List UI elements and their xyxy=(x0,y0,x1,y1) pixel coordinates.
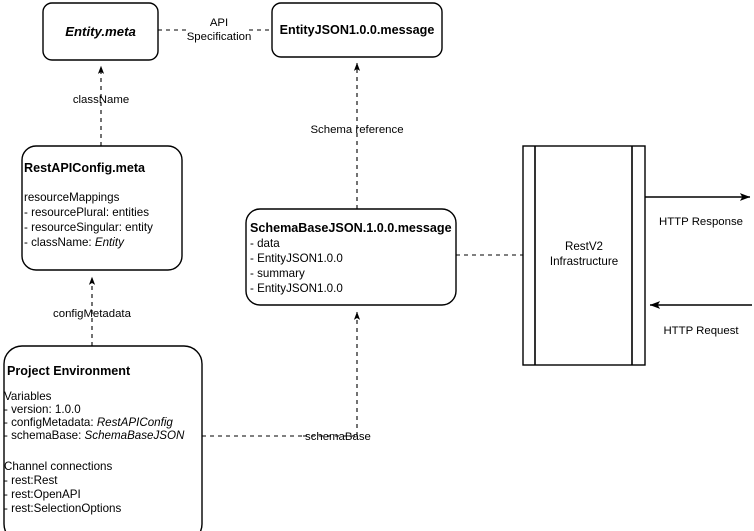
node-project-environment-line-1: - version: 1.0.0 xyxy=(4,403,81,416)
node-entity-json-message-title: EntityJSON1.0.0.message xyxy=(280,23,435,37)
node-project-environment-line-0: Variables xyxy=(4,390,52,403)
edge-http-response[interactable]: HTTP Response xyxy=(645,193,751,228)
edge-http-request-label: HTTP Request xyxy=(663,325,739,337)
node-project-environment[interactable]: Project Environment Variables - version:… xyxy=(3,345,203,531)
edge-class-name[interactable]: className xyxy=(73,65,129,146)
edge-schema-base[interactable]: schemaBase xyxy=(202,311,371,443)
node-project-environment-title: Project Environment xyxy=(7,364,131,378)
node-rest-api-config-meta[interactable]: RestAPIConfig.meta resourceMappings - re… xyxy=(21,145,183,271)
node-restv2-infrastructure-title-line1: RestV2 xyxy=(565,240,603,253)
edge-schema-base-label: schemaBase xyxy=(305,431,371,443)
node-project-environment-line-3: - schemaBase: SchemaBaseJSON xyxy=(4,429,185,442)
node-entity-json-message[interactable]: EntityJSON1.0.0.message xyxy=(271,2,443,58)
edge-http-response-label: HTTP Response xyxy=(659,216,743,228)
node-rest-api-config-meta-line-3: - className: Entity xyxy=(24,236,125,249)
edge-api-specification[interactable]: API Specification xyxy=(158,17,272,43)
node-rest-api-config-meta-line-1: - resourcePlural: entities xyxy=(24,206,149,219)
node-restv2-infrastructure[interactable]: RestV2 Infrastructure xyxy=(522,145,646,366)
node-project-environment-line-5: Channel connections xyxy=(4,460,112,473)
node-entity-meta[interactable]: Entity.meta xyxy=(42,2,159,61)
node-schema-base-json-message-title: SchemaBaseJSON.1.0.0.message xyxy=(250,221,452,235)
node-rest-api-config-meta-shape xyxy=(21,145,183,271)
node-rest-api-config-meta-line-0: resourceMappings xyxy=(24,191,120,204)
node-restv2-infrastructure-title-line2: Infrastructure xyxy=(550,255,618,268)
node-rest-api-config-meta-line-3-head: - className: xyxy=(24,236,95,249)
node-project-environment-line-6: - rest:Rest xyxy=(4,474,58,487)
node-project-environment-line-8: - rest:SelectionOptions xyxy=(4,502,121,515)
node-rest-api-config-meta-line-2: - resourceSingular: entity xyxy=(24,221,153,234)
node-rest-api-config-meta-title: RestAPIConfig.meta xyxy=(24,161,146,175)
node-entity-json-message-shape xyxy=(271,2,443,58)
node-schema-base-json-message[interactable]: SchemaBaseJSON.1.0.0.message - data - En… xyxy=(245,208,457,306)
node-schema-base-json-message-shape xyxy=(245,208,457,306)
edge-api-specification-label-line2: Specification xyxy=(187,31,252,43)
node-entity-meta-shape xyxy=(42,2,159,61)
node-schema-base-json-message-line-2: - summary xyxy=(250,267,305,280)
edge-schema-reference[interactable]: Schema reference xyxy=(310,62,404,209)
node-restv2-infrastructure-shape xyxy=(522,145,646,366)
edge-config-metadata-label: configMetadata xyxy=(53,308,132,320)
edge-http-request[interactable]: HTTP Request xyxy=(649,301,752,337)
node-schema-base-json-message-line-3: - EntityJSON1.0.0 xyxy=(250,282,343,295)
node-project-environment-line-2-head: - configMetadata: xyxy=(4,416,97,429)
node-project-environment-line-2-italic: RestAPIConfig xyxy=(97,416,174,429)
node-project-environment-line-7: - rest:OpenAPI xyxy=(4,488,81,501)
node-entity-meta-title: Entity.meta xyxy=(65,24,136,39)
edge-api-specification-label-line1: API xyxy=(210,17,228,29)
edge-config-metadata[interactable]: configMetadata xyxy=(53,276,132,346)
node-schema-base-json-message-line-1: - EntityJSON1.0.0 xyxy=(250,252,343,265)
node-project-environment-line-3-head: - schemaBase: xyxy=(4,429,85,442)
node-project-environment-shape xyxy=(3,345,203,531)
edge-schema-reference-label: Schema reference xyxy=(310,124,403,136)
node-schema-base-json-message-line-0: - data xyxy=(250,237,280,250)
node-project-environment-line-3-italic: SchemaBaseJSON xyxy=(85,429,186,442)
node-rest-api-config-meta-line-3-italic: Entity xyxy=(95,236,125,249)
node-project-environment-line-2: - configMetadata: RestAPIConfig xyxy=(4,416,173,429)
edge-class-name-label: className xyxy=(73,94,129,106)
